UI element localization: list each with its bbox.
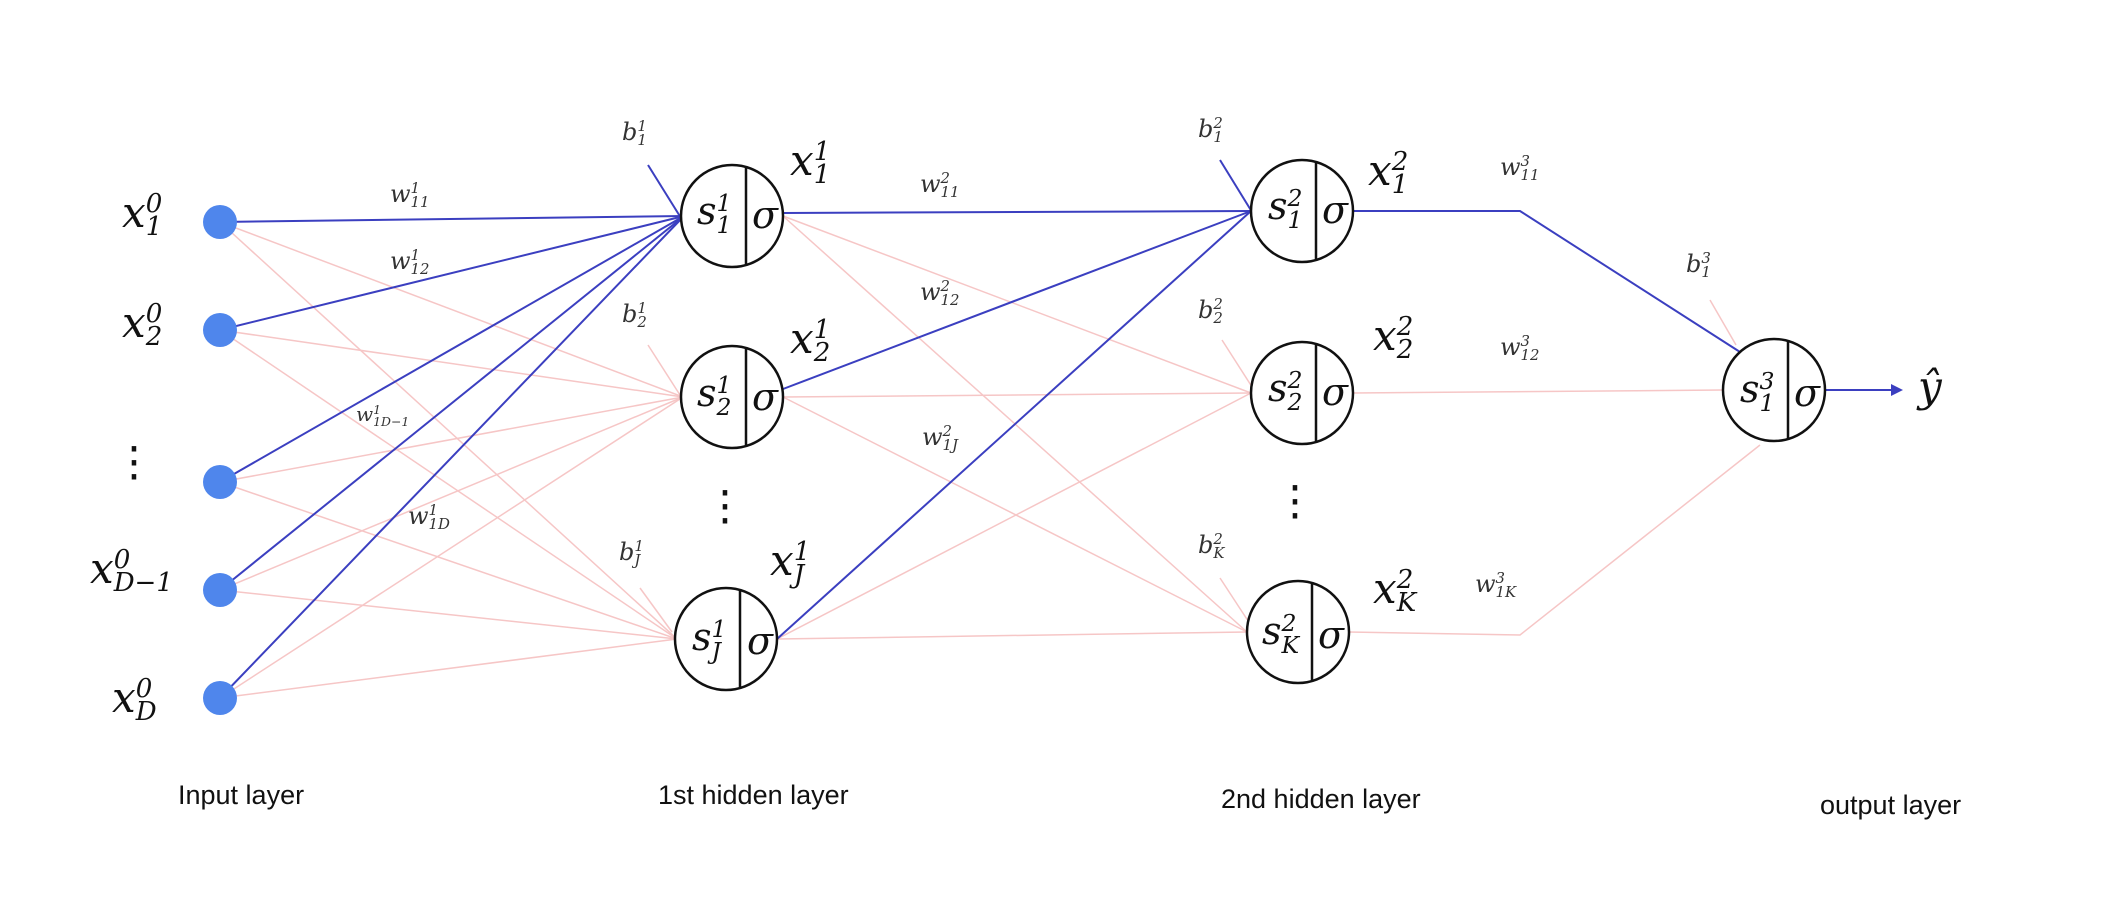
h2-node-k-sigma: σ <box>1318 613 1344 657</box>
h1-node-2-sigma: σ <box>752 375 778 419</box>
faded-connections <box>219 215 1761 699</box>
edge-bias-highlight-h2a <box>1219 159 1253 213</box>
hidden1-node-2 <box>679 344 785 450</box>
hidden2-node-3 <box>1245 579 1351 685</box>
h1-node-j-sigma: σ <box>747 619 773 663</box>
input-node-2 <box>203 313 237 347</box>
h1-node-1-sigma: σ <box>752 193 778 237</box>
edge-faded-in1-h1 <box>219 329 684 398</box>
input-node-3 <box>203 465 237 499</box>
edge-faded-in1-h1 <box>219 329 678 640</box>
edge-highlight-in0-h1a <box>219 215 685 223</box>
layer-label-hidden1: 1st hidden layer <box>658 780 849 810</box>
edge-highlight-h1a-h2a <box>782 210 1252 214</box>
edge-faded-in3-h1 <box>219 396 684 591</box>
output-node-sigma: σ <box>1794 371 1820 415</box>
edge-bias-faded-out <box>1709 299 1737 346</box>
edge-faded-h1b-h2b <box>782 392 1252 398</box>
edge-bias-faded-h2b <box>1221 339 1255 391</box>
h2-node-2-sigma: σ <box>1322 370 1348 414</box>
edge-faded-h1j-h2k <box>776 631 1248 640</box>
nodes <box>203 158 1827 715</box>
edge-faded-in4-h1 <box>219 396 684 699</box>
edge-faded-in3-h1 <box>219 589 678 640</box>
edge-highlight-in4-h1a <box>219 215 685 699</box>
edge-faded-in0-h1 <box>219 221 684 398</box>
edge-bias-faded-h1j <box>639 587 673 633</box>
edge-bias-faded-h1b <box>647 344 681 396</box>
hidden1-ellipsis: ··· <box>718 468 732 547</box>
layer-label-output: output layer <box>1820 790 1962 820</box>
edge-highlight-h1j-h2a <box>776 210 1252 640</box>
edge-faded-h1a-h2b <box>782 215 1252 394</box>
hidden2-node-1 <box>1249 158 1355 264</box>
edge-highlight-in1-h1a <box>219 215 685 331</box>
edge-faded-h1j-h2b <box>776 392 1252 640</box>
layer-label-hidden2: 2nd hidden layer <box>1221 784 1421 814</box>
hidden2-node-2 <box>1249 340 1355 446</box>
hidden1-node-3 <box>673 586 779 692</box>
input-node-5 <box>203 681 237 715</box>
layer-label-input: Input layer <box>178 780 305 810</box>
edge-highlight-h1b-h2a <box>782 210 1252 390</box>
edge-faded-h2k-out <box>1348 444 1761 636</box>
hidden1-node-1 <box>679 163 785 269</box>
output-node <box>1721 337 1827 443</box>
highlighted-connections <box>219 159 1903 699</box>
input-node-4 <box>203 573 237 607</box>
output-arrowhead <box>1891 384 1903 396</box>
edge-faded-in2-h1 <box>219 396 684 483</box>
hidden2-ellipsis: ··· <box>1288 463 1302 542</box>
edge-faded-h2b-out <box>1352 389 1724 394</box>
output-yhat: ŷ <box>1918 362 1942 411</box>
edge-faded-h1b-h2k <box>782 396 1248 633</box>
edge-highlight-in3-h1a <box>219 215 685 591</box>
edge-highlight-in2-h1a <box>219 215 685 483</box>
edge-bias-highlight-h1a <box>647 164 682 219</box>
h2-node-1-sigma: σ <box>1322 188 1348 232</box>
edge-faded-in0-h1 <box>219 221 678 640</box>
input-ellipsis: ··· <box>127 424 141 503</box>
edge-highlight-h2a-out <box>1353 210 1741 353</box>
edge-faded-in4-h1 <box>219 638 678 699</box>
edge-faded-in2-h1 <box>219 481 678 640</box>
input-node-1 <box>203 205 237 239</box>
